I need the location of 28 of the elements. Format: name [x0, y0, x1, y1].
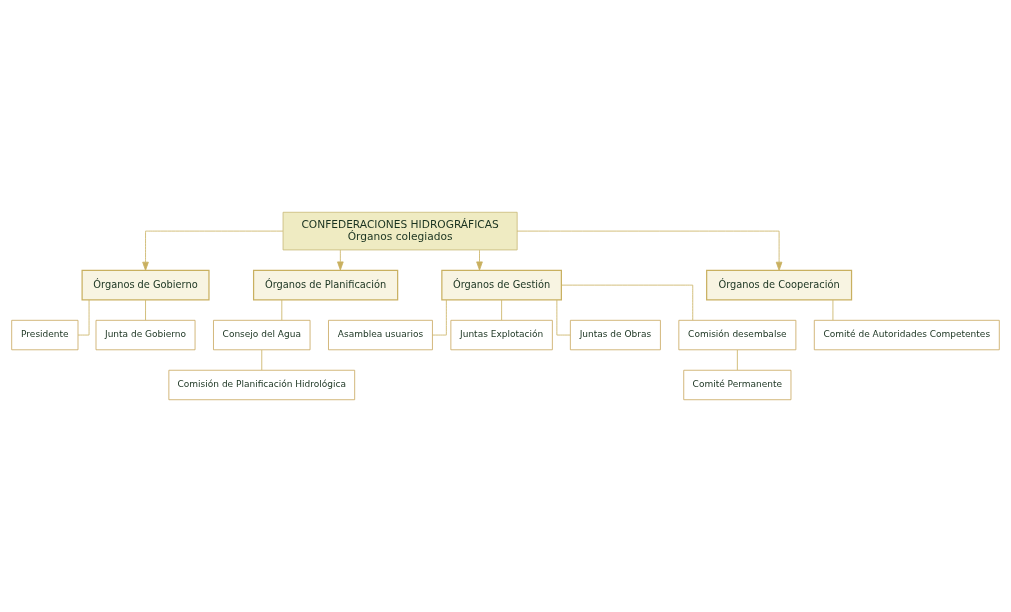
node-box: Comisión de Planificación Hidrológica	[168, 369, 356, 401]
node-box: Juntas de Obras	[569, 319, 661, 351]
connector	[561, 284, 694, 321]
node-box: Junta de Gobierno	[95, 319, 196, 351]
node-box: Presidente	[11, 319, 79, 351]
arrow	[476, 249, 483, 271]
connector	[281, 299, 283, 321]
connector	[556, 299, 571, 336]
node-box: Órganos de Cooperación	[706, 269, 853, 301]
connector	[145, 299, 146, 321]
connector	[832, 299, 834, 321]
connector	[432, 299, 447, 336]
arrow	[516, 230, 783, 271]
node-box: Consejo del Agua	[213, 319, 311, 351]
arrow	[142, 230, 284, 271]
node-box: Asamblea usuarios	[328, 319, 433, 351]
node-box: CONFEDERACIONES HIDROGRÁFICAS Órganos colegiados	[282, 211, 518, 251]
node-box: Juntas Explotación	[450, 319, 553, 351]
node-box: Órganos de Planificación	[252, 269, 399, 301]
node-box: Órganos de Gestión	[441, 269, 562, 301]
node-box: Comisión desembalse	[678, 319, 797, 351]
node-box: Órganos de Gobierno	[81, 269, 210, 301]
connector	[261, 349, 263, 371]
connector	[736, 349, 738, 371]
arrow	[337, 249, 344, 271]
connector	[501, 299, 503, 321]
node-box: Comité Permanente	[683, 369, 792, 401]
node-box: Comité de Autoridades Competentes	[813, 319, 1000, 351]
